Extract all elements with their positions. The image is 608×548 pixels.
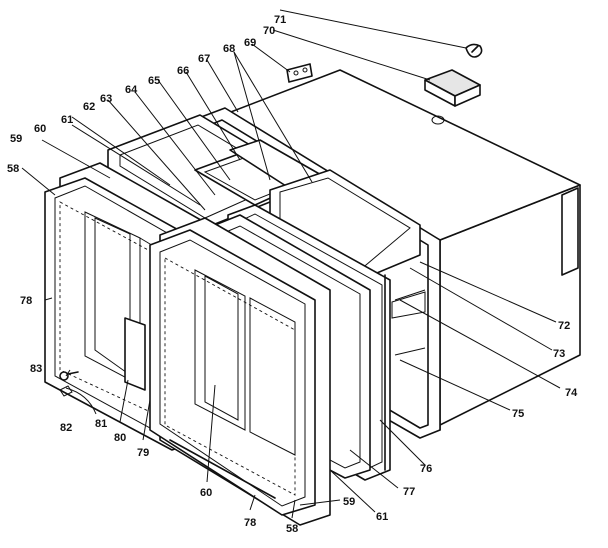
part-label-79: 79 [137, 447, 149, 459]
part-label-83: 83 [30, 363, 42, 375]
part-label-72: 72 [558, 320, 570, 332]
part-label-61: 61 [61, 114, 73, 126]
part-label-73: 73 [553, 348, 565, 360]
knob [465, 43, 483, 58]
part-label-78: 78 [20, 295, 32, 307]
part-label-81: 81 [95, 418, 107, 430]
cabinet-hole [431, 115, 445, 125]
leader-lines [21, 9, 561, 519]
part-label-82: 82 [60, 422, 72, 434]
part-label-58: 58 [7, 163, 19, 175]
part-label-66: 66 [177, 65, 189, 77]
part-label-68: 68 [223, 43, 235, 55]
latch-clip [286, 63, 313, 83]
part-label-58-bottom: 58 [286, 523, 298, 535]
screw-hardware [59, 371, 97, 415]
part-label-65: 65 [148, 75, 160, 87]
hinge-bracket [424, 69, 481, 107]
part-label-75: 75 [512, 408, 524, 420]
part-label-77: 77 [403, 486, 415, 498]
part-label-69: 69 [244, 37, 256, 49]
part-label-59-bottom: 59 [343, 496, 355, 508]
part-label-59: 59 [10, 133, 22, 145]
part-label-76: 76 [420, 463, 432, 475]
part-label-63: 63 [100, 93, 112, 105]
part-label-61-bottom: 61 [376, 511, 388, 523]
right-door [149, 217, 331, 526]
part-labels: 71 70 69 68 67 66 65 64 63 62 61 60 59 5… [7, 14, 578, 535]
part-label-80: 80 [114, 432, 126, 444]
part-label-74: 74 [565, 387, 578, 399]
part-label-71: 71 [274, 14, 286, 26]
part-label-70: 70 [263, 25, 275, 37]
part-label-60: 60 [34, 123, 46, 135]
part-label-62: 62 [83, 101, 95, 113]
part-label-67: 67 [198, 53, 210, 65]
part-label-60-bottom: 60 [200, 487, 212, 499]
part-label-64: 64 [125, 84, 138, 96]
part-label-78-bottom: 78 [244, 517, 256, 529]
